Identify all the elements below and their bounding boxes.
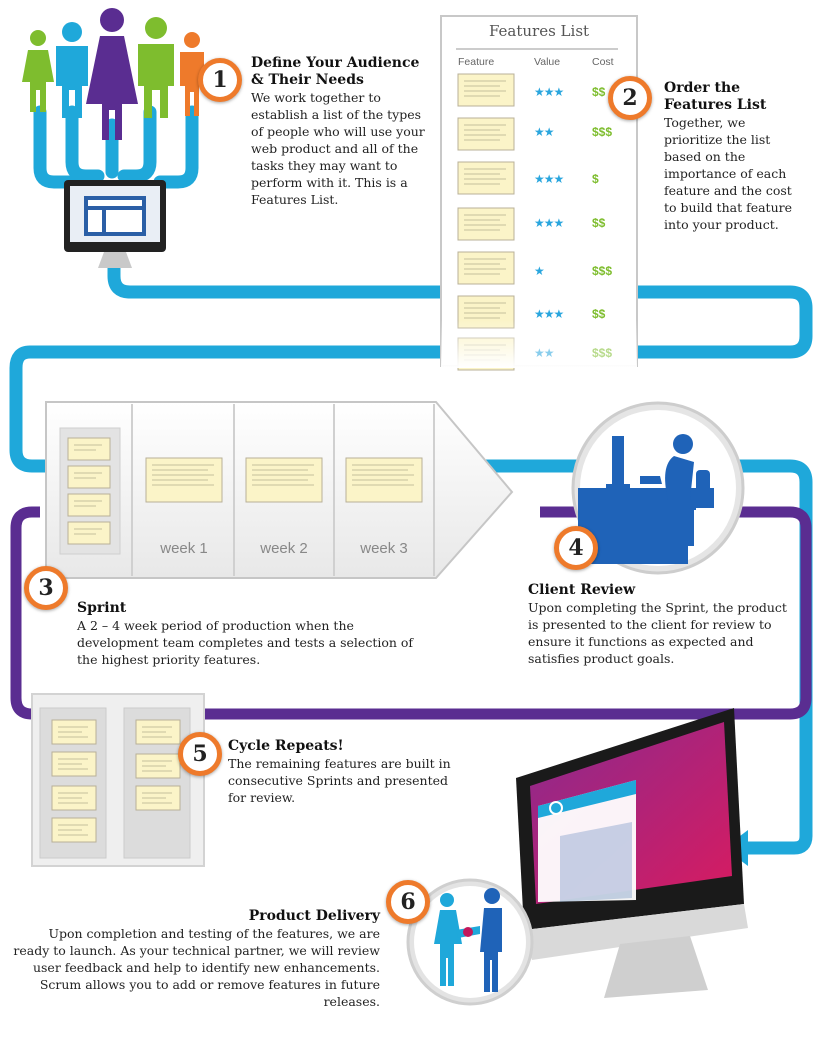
sticky-note xyxy=(51,751,97,777)
audience-people-icon xyxy=(22,8,204,140)
features-list-card xyxy=(440,15,638,371)
step-badge-5: 5 xyxy=(178,732,222,776)
feature-value-stars: ★★★ xyxy=(534,307,564,321)
sticky-note xyxy=(67,521,111,545)
handshake-icon xyxy=(406,878,534,1006)
step-2-text: Order the Features List Together, we pri… xyxy=(664,80,798,233)
sprint-week-label: week 2 xyxy=(260,540,308,557)
feature-value-stars: ★★ xyxy=(534,346,554,360)
step-3-body: A 2 – 4 week period of production when t… xyxy=(77,618,414,667)
step-badge-2: 2 xyxy=(608,76,652,120)
step-1-body: We work together to establish a list of … xyxy=(251,90,425,207)
step-badge-1: 1 xyxy=(198,58,242,102)
step-5-body: The remaining features are built in cons… xyxy=(228,756,451,805)
feature-cost: $$ xyxy=(592,216,606,230)
sticky-note xyxy=(67,437,111,461)
feature-cost: $$ xyxy=(592,85,606,99)
cycle-repeat-board xyxy=(31,693,205,867)
feature-cost: $$ xyxy=(592,307,606,321)
feature-value-stars: ★★★ xyxy=(534,85,564,99)
client-review-icon xyxy=(571,401,745,575)
sticky-note xyxy=(457,73,515,107)
sticky-note xyxy=(135,719,181,745)
feature-value-stars: ★★ xyxy=(534,125,554,139)
features-column-header: Feature xyxy=(458,56,495,68)
sticky-note xyxy=(67,493,111,517)
step-5-title: Cycle Repeats! xyxy=(228,738,344,754)
sticky-note xyxy=(457,161,515,195)
step-4-body: Upon completing the Sprint, the product … xyxy=(528,600,787,666)
step-badge-4: 4 xyxy=(554,526,598,570)
sticky-note xyxy=(135,785,181,811)
cost-column-header: Cost xyxy=(592,56,614,68)
step-6-title: Product Delivery xyxy=(248,908,380,924)
purple-flow-path xyxy=(10,506,812,720)
sprint-week-label: week 1 xyxy=(160,540,208,557)
feature-cost: $$$ xyxy=(592,125,613,139)
blue-flow-path xyxy=(9,105,813,855)
sticky-note xyxy=(457,251,515,285)
step-6-body: Upon completion and testing of the featu… xyxy=(13,926,380,1009)
step-3-title: Sprint xyxy=(77,600,127,616)
feature-value-stars: ★★★ xyxy=(534,216,564,230)
features-list-title: Features List xyxy=(488,22,590,40)
feature-value-stars: ★★★ xyxy=(534,172,564,186)
feature-cost: $$$ xyxy=(592,346,613,360)
step-5-text: Cycle Repeats! The remaining features ar… xyxy=(228,738,458,806)
feature-cost: $ xyxy=(592,172,599,186)
sticky-note xyxy=(457,207,515,241)
sprint-board xyxy=(45,401,514,579)
large-monitor-icon xyxy=(516,708,748,998)
sticky-note xyxy=(345,457,423,503)
sticky-note xyxy=(51,817,97,843)
step-4-title: Client Review xyxy=(528,582,636,598)
step-badge-3: 3 xyxy=(24,566,68,610)
sticky-note xyxy=(245,457,323,503)
sticky-note xyxy=(135,753,181,779)
step-1-text: Define Your Audience & Their Needs We wo… xyxy=(251,55,431,208)
step-1-title: Define Your Audience & Their Needs xyxy=(251,55,420,88)
step-2-title: Order the Features List xyxy=(664,80,767,113)
step-4-text: Client Review Upon completing the Sprint… xyxy=(528,582,796,667)
sticky-note xyxy=(51,785,97,811)
step-badge-6: 6 xyxy=(386,880,430,924)
step-6-text: Product Delivery Upon completion and tes… xyxy=(10,908,380,1010)
sprint-week-label: week 3 xyxy=(360,540,408,557)
sticky-note xyxy=(145,457,223,503)
small-monitor-icon xyxy=(64,180,166,268)
sticky-note xyxy=(51,719,97,745)
value-column-header: Value xyxy=(534,56,561,68)
step-3-text: Sprint A 2 – 4 week period of production… xyxy=(77,600,427,668)
feature-cost: $$$ xyxy=(592,264,613,278)
step-2-body: Together, we prioritize the list based o… xyxy=(664,115,792,232)
sticky-note xyxy=(457,117,515,151)
feature-value-stars: ★ xyxy=(534,264,545,278)
sticky-note xyxy=(67,465,111,489)
